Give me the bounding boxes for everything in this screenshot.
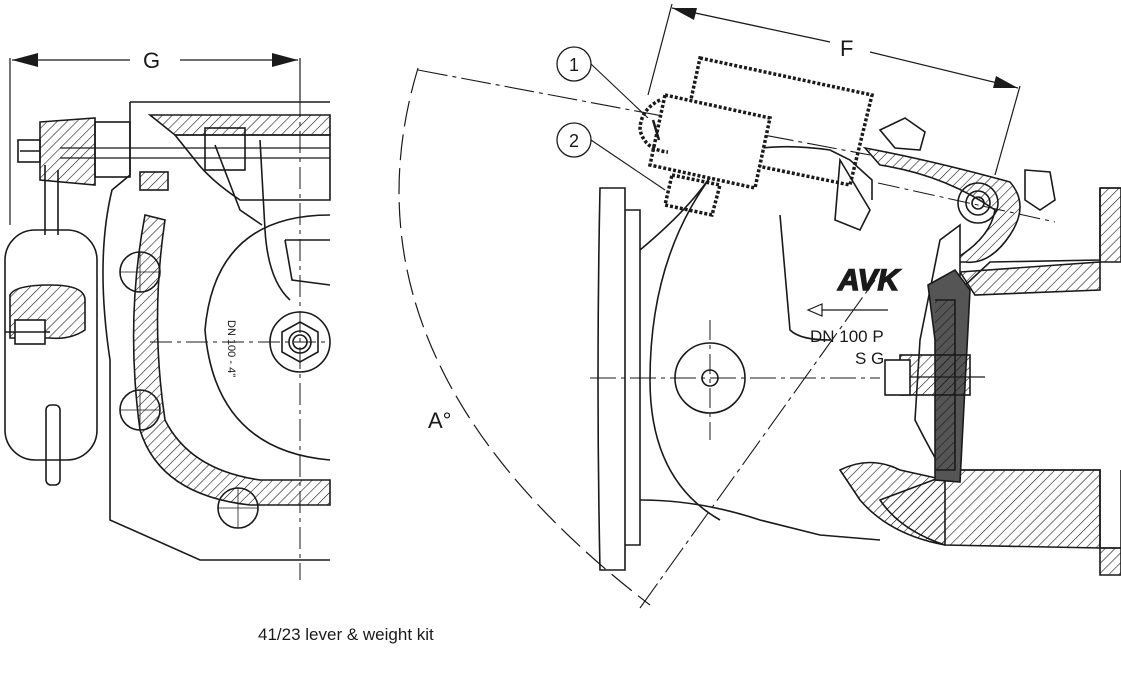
size-marking: DN 100 P — [810, 327, 884, 346]
weight-body — [4, 229, 98, 461]
angle-arc — [398, 67, 651, 606]
dimension-f-label: F — [840, 36, 853, 61]
side-size-marking: DN 100 - 4" — [225, 320, 237, 377]
dimension-g — [9, 53, 301, 225]
callout-2-label: 2 — [569, 131, 579, 151]
weight-position-outline — [638, 55, 875, 218]
figure-caption: 41/23 lever & weight kit — [258, 625, 434, 644]
material-marking: S G — [855, 349, 884, 368]
callout-1-label: 1 — [569, 55, 579, 75]
dimension-f — [647, 3, 1021, 176]
callout-1-circle — [556, 46, 592, 82]
front-view — [398, 3, 1121, 609]
side-body-wall — [132, 214, 331, 506]
dimension-g-label: G — [143, 48, 160, 73]
bonnet-cover — [862, 146, 1021, 264]
dimension-angle-label: A° — [428, 408, 451, 433]
brand-marking: AVK — [837, 264, 901, 297]
side-view: DN 100 - 4" — [4, 53, 331, 580]
